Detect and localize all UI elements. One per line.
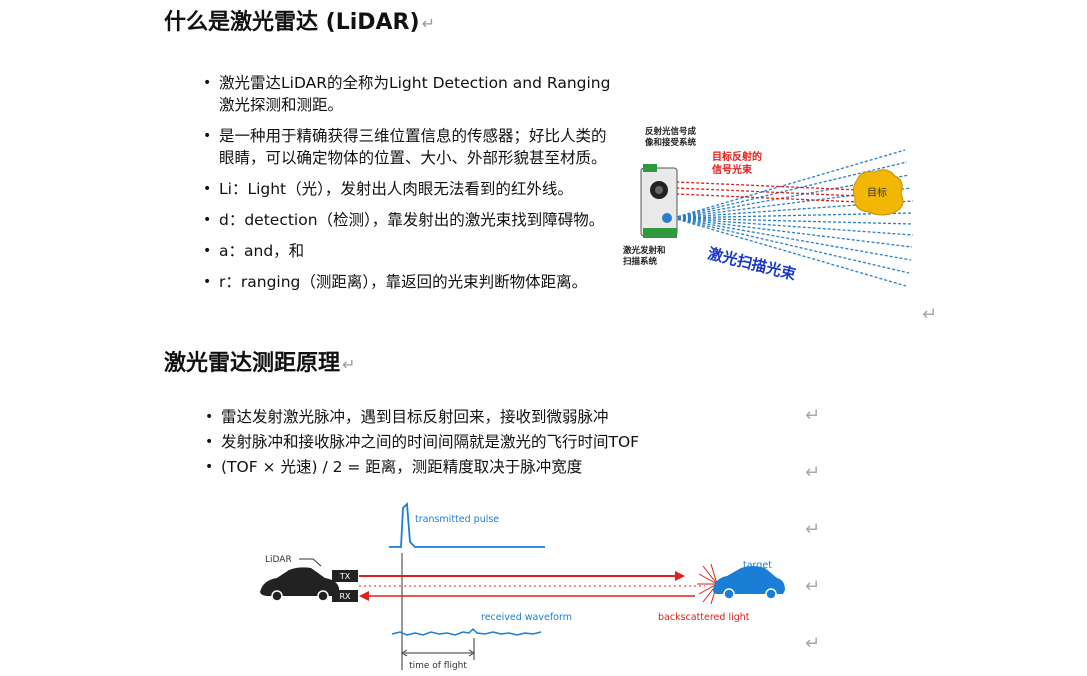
list-item: 激光雷达LiDAR的全称为Light Detection and Ranging…	[203, 72, 643, 116]
receive-system-label: 反射光信号成	[645, 126, 697, 137]
target-blob-icon	[852, 169, 904, 216]
section2-title-text: 激光雷达测距原理	[164, 351, 341, 376]
list-item: 雷达发射激光脉冲，遇到目标反射回来，接收到微弱脉冲	[205, 406, 765, 428]
list-item: r：ranging（测距离），靠返回的光束判断物体距离。	[203, 271, 643, 293]
tof-diagram: transmitted pulse LiDAR TX RX target rec…	[260, 501, 785, 671]
time-of-flight-label: time of flight	[409, 661, 467, 671]
received-waveform-label: received waveform	[481, 612, 572, 623]
lidar-label: LiDAR	[265, 555, 292, 565]
target-label: 目标	[867, 187, 887, 199]
reflect-beam-label: 信号光束	[712, 163, 753, 176]
lidar-leader-line	[299, 558, 322, 567]
bullet-line: 雷达发射激光脉冲，遇到目标反射回来，接收到微弱脉冲	[221, 408, 609, 426]
reflect-beam-label: 目标反射的	[712, 150, 762, 163]
bullet-line: 激光雷达LiDAR的全称为Light Detection and Ranging	[219, 74, 611, 92]
emit-system-label: 激光发射和	[623, 245, 666, 256]
section1-title-text: 什么是激光雷达 (LiDAR)	[164, 10, 420, 35]
section2-bullet-list: 雷达发射激光脉冲，遇到目标反射回来，接收到微弱脉冲 发射脉冲和接收脉冲之间的时间…	[205, 406, 765, 478]
backscatter-rays	[697, 563, 718, 605]
rx-arrow-icon	[359, 591, 369, 601]
rx-box	[332, 590, 358, 602]
list-item: 发射脉冲和接收脉冲之间的时间间隔就是激光的飞行时间TOF	[205, 431, 765, 453]
bullet-line: (TOF × 光速) / 2 = 距离，测距精度取决于脉冲宽度	[221, 458, 583, 476]
target-car-icon	[713, 566, 785, 600]
emit-system-label: 扫描系统	[623, 256, 658, 267]
tx-arrow-icon	[675, 571, 685, 581]
return-mark: ↵	[922, 304, 938, 325]
return-mark: ↵	[421, 14, 435, 33]
bullet-line: 激光探测和测距。	[219, 96, 344, 114]
list-item: Li：Light（光），发射出人肉眼无法看到的红外线。	[203, 178, 643, 200]
bullet-line: Li：Light（光），发射出人肉眼无法看到的红外线。	[219, 180, 573, 198]
scan-beams	[672, 149, 914, 287]
bullet-line: a：and，和	[219, 242, 305, 260]
section2-title: 激光雷达测距原理↵	[164, 345, 355, 377]
list-item: (TOF × 光速) / 2 = 距离，测距精度取决于脉冲宽度	[205, 456, 765, 478]
return-mark: ↵	[805, 576, 821, 597]
tof-arrow-right-icon	[468, 649, 475, 657]
bullet-line: r：ranging（测距离），靠返回的光束判断物体距离。	[219, 273, 588, 291]
return-mark: ↵	[342, 355, 356, 374]
lidar-car-icon	[260, 567, 339, 602]
return-mark: ↵	[805, 462, 821, 483]
backscattered-light-label: backscattered light	[658, 612, 750, 623]
bullet-line: 发射脉冲和接收脉冲之间的时间间隔就是激光的飞行时间TOF	[221, 433, 640, 451]
rx-label: RX	[339, 592, 351, 601]
transmitted-pulse-label: transmitted pulse	[415, 514, 499, 525]
receive-system-label: 像和接受系统	[644, 137, 697, 148]
return-mark: ↵	[805, 405, 821, 426]
transmitted-pulse-line	[389, 501, 545, 548]
lidar-scan-figure: 目标 反射光信号成 像和接受系统 目标反射的 信号光束 激光发射和 扫描系统 激…	[623, 126, 914, 287]
tof-arrow-left-icon	[401, 649, 408, 657]
bullet-line: d：detection（检测），靠发射出的激光束找到障碍物。	[219, 211, 605, 229]
list-item: 是一种用于精确获得三维位置信息的传感器；好比人类的 眼睛，可以确定物体的位置、大…	[203, 125, 643, 169]
reflect-beams	[676, 181, 860, 203]
section1-title: 什么是激光雷达 (LiDAR)↵	[164, 4, 435, 36]
bullet-line: 眼睛，可以确定物体的位置、大小、外部形貌甚至材质。	[219, 149, 607, 167]
list-item: d：detection（检测），靠发射出的激光束找到障碍物。	[203, 209, 643, 231]
section1-bullet-list: 激光雷达LiDAR的全称为Light Detection and Ranging…	[203, 72, 643, 302]
return-mark: ↵	[805, 519, 821, 540]
bullet-line: 是一种用于精确获得三维位置信息的传感器；好比人类的	[219, 127, 607, 145]
return-mark: ↵	[805, 633, 821, 654]
tx-label: TX	[339, 572, 351, 581]
lidar-device-icon	[640, 164, 678, 238]
tx-box	[332, 570, 358, 582]
received-waveform-line	[391, 627, 542, 636]
target-label: target	[743, 560, 772, 571]
list-item: a：and，和	[203, 240, 643, 262]
